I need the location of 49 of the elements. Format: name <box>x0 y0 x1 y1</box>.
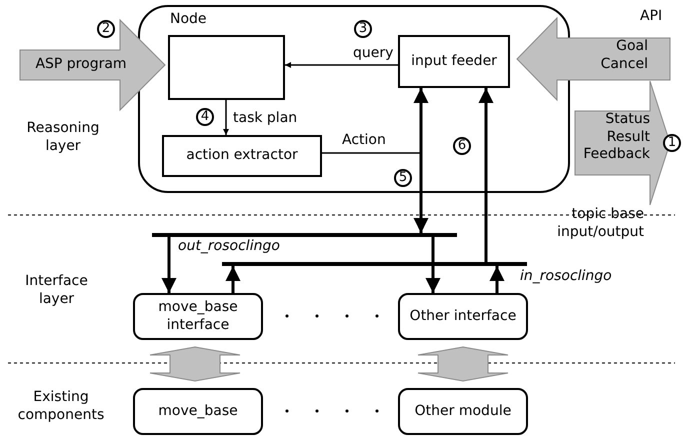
step-number: 6 <box>453 137 471 155</box>
node-title: Node <box>170 11 207 28</box>
arrow <box>226 266 240 293</box>
annotation: Interface layer <box>24 273 89 308</box>
node-label: move_base interface <box>157 299 239 334</box>
module-box <box>398 388 528 435</box>
module-box <box>133 388 263 435</box>
edge-label: task plan <box>233 110 298 128</box>
edge-label: Goal Cancel <box>600 38 648 73</box>
block-arrow <box>574 80 671 206</box>
arrow <box>285 62 398 68</box>
process-box <box>162 135 322 177</box>
block-arrow <box>516 16 670 102</box>
arrow <box>162 237 176 293</box>
topic-name: in_rosoclingo <box>520 268 612 286</box>
step-number: 2 <box>97 20 115 38</box>
edge-label: query <box>353 45 394 62</box>
annotation: API <box>640 8 662 26</box>
annotation: topic base input/output <box>556 206 644 241</box>
node-container <box>138 5 570 193</box>
arrow <box>490 266 504 293</box>
step-number: 4 <box>196 108 214 126</box>
annotation: Reasoning layer <box>26 120 100 155</box>
double-block-arrow <box>150 346 240 382</box>
edge-label: Action <box>342 132 386 150</box>
step-number: 3 <box>354 20 372 38</box>
node-label: move_base <box>157 402 239 420</box>
node-label: action extractor <box>186 147 298 165</box>
annotation: Existing components <box>16 389 106 424</box>
block-arrow <box>20 18 166 112</box>
module-box <box>133 293 263 340</box>
arrow <box>414 88 428 233</box>
topic-bus-bar <box>152 233 457 237</box>
module-box <box>398 293 528 340</box>
arrow <box>478 88 494 262</box>
edge-label: Status Result Feedback <box>582 111 650 164</box>
double-block-arrow <box>418 346 508 382</box>
arrow <box>426 237 440 293</box>
process-box <box>398 35 510 88</box>
topic-name: out_rosoclingo <box>178 238 280 256</box>
edge-label: ASP program <box>34 56 128 74</box>
topic-bus-bar <box>222 262 527 266</box>
node-label: Other module <box>414 402 512 420</box>
node-label: Other interface <box>408 308 518 326</box>
arrow <box>223 100 229 135</box>
process-box <box>168 35 285 100</box>
step-number: 5 <box>394 169 412 187</box>
node-label: input feeder <box>411 52 497 70</box>
step-number: 1 <box>663 134 681 152</box>
